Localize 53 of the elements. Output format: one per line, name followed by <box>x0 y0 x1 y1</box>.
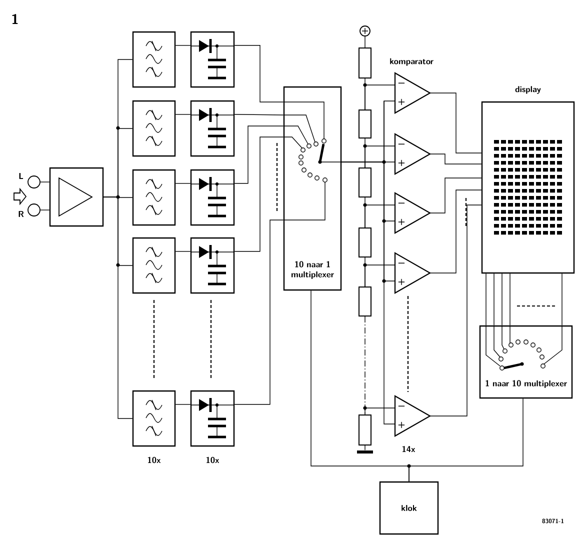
count-label: R <box>18 211 24 217</box>
wire <box>364 36 366 48</box>
resistor-symbol <box>358 286 372 316</box>
wire <box>103 196 133 419</box>
wire <box>234 126 284 184</box>
ground-symbol <box>357 450 373 454</box>
rectifier-box <box>190 100 235 157</box>
wire <box>430 92 482 154</box>
wire <box>234 114 284 116</box>
resistor-symbol <box>358 228 372 258</box>
rectifier-box <box>190 169 235 226</box>
wire <box>364 408 395 415</box>
wire <box>364 204 395 228</box>
wire <box>234 45 284 102</box>
filter-box <box>132 31 176 88</box>
filter-box <box>132 237 176 294</box>
wire <box>341 162 395 424</box>
clock-box: klok <box>379 481 439 535</box>
wire <box>175 404 191 405</box>
figure-number: 1 <box>12 14 18 24</box>
wire <box>430 204 482 416</box>
supply-terminal <box>360 26 370 36</box>
wire <box>364 264 395 287</box>
wire <box>430 178 482 214</box>
wire <box>430 190 482 274</box>
wire <box>364 146 395 168</box>
resistor-symbol <box>358 168 372 198</box>
multiplexer-box: 10 naar 1 multiplexer <box>283 86 342 291</box>
wire <box>234 220 284 405</box>
rectifier-box <box>190 237 235 294</box>
wire <box>234 136 284 252</box>
wire <box>364 84 395 110</box>
multiplexer-box: 1 naar 10 multiplexer <box>479 325 573 399</box>
filter-box <box>132 169 176 226</box>
wire <box>175 114 191 115</box>
resistor-symbol <box>358 48 372 78</box>
count-label: 10x <box>148 456 161 464</box>
rectifier-box <box>190 31 235 88</box>
count-label: komparator <box>390 58 434 66</box>
filter-box <box>132 100 176 157</box>
wire <box>175 251 191 252</box>
wire <box>364 445 366 450</box>
amplifier-box <box>49 167 104 227</box>
wire <box>175 183 191 184</box>
wire <box>408 398 524 482</box>
wire <box>430 154 482 164</box>
count-label: L <box>19 173 24 179</box>
wire <box>175 45 191 46</box>
display-box: display <box>481 86 575 274</box>
count-label: 14x <box>402 446 416 452</box>
count-label: 10x <box>206 456 220 464</box>
resistor-symbol <box>358 414 372 446</box>
resistor-symbol <box>358 110 372 138</box>
